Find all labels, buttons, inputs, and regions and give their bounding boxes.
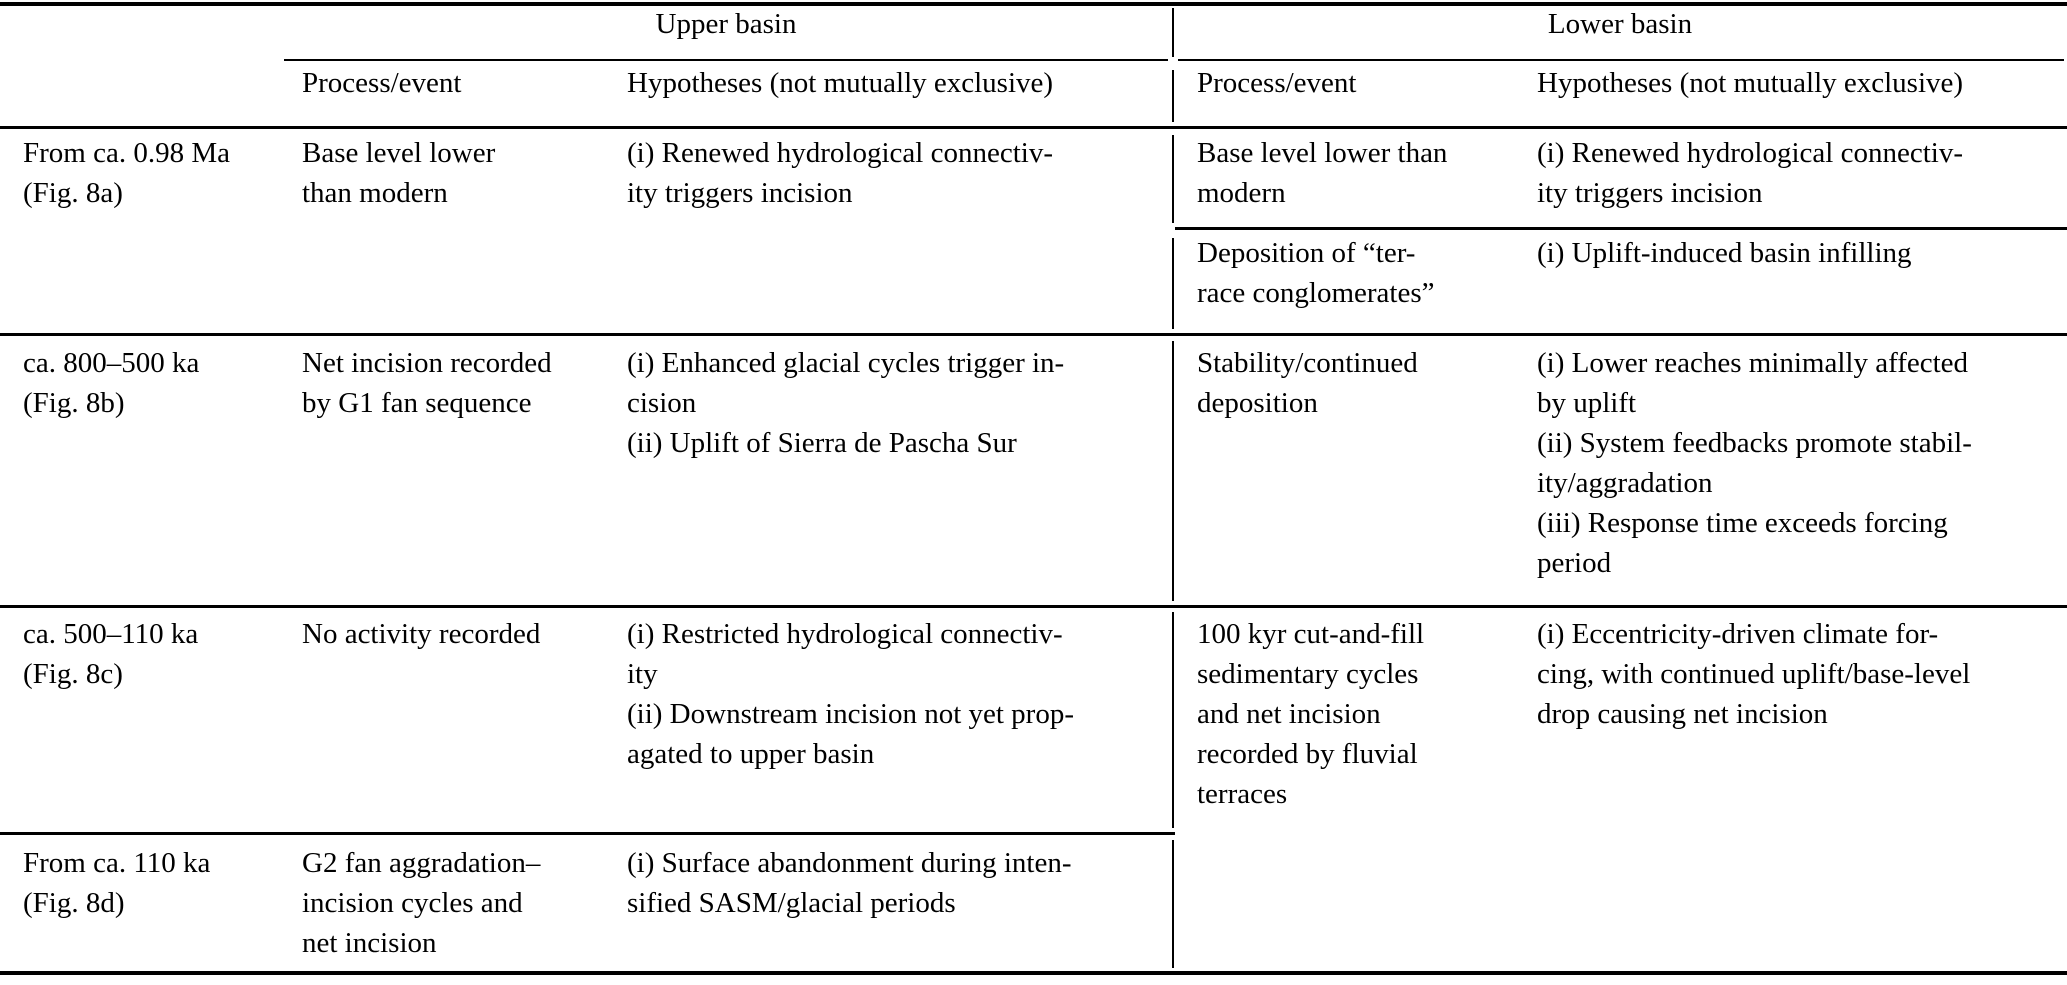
row3-upper-process: No activity recorded (302, 618, 541, 650)
basin-divider-segment (1172, 341, 1174, 601)
upper-process-header: Process/event (302, 67, 462, 99)
row3-lower-hypotheses: (i) Eccentricity-driven climate for- cin… (1537, 618, 1971, 730)
row2-upper-process: Net incision recorded by G1 fan sequence (302, 347, 552, 419)
upper-basin-label: Upper basin (655, 8, 797, 40)
table-rule-bottom (0, 971, 2067, 975)
row2-lower-hypotheses: (i) Lower reaches minimally affected by … (1537, 347, 1972, 579)
row2-period: ca. 800–500 ka (Fig. 8b) (23, 347, 200, 419)
upper-row-divider-3 (0, 832, 1175, 835)
basin-divider-segment (1172, 135, 1174, 223)
row1-lower-sub1-hypotheses: (i) Renewed hydrological connectiv- ity … (1537, 137, 1963, 209)
lower-basin-label: Lower basin (1547, 8, 1693, 40)
lower-hypotheses-header: Hypotheses (not mutually exclusive) (1537, 67, 1964, 99)
row2-upper-hypotheses: (i) Enhanced glacial cycles trigger in- … (627, 347, 1065, 459)
row2-lower-process: Stability/continued deposition (1197, 347, 1418, 419)
row3-upper-hypotheses: (i) Restricted hydrological connectiv- i… (627, 618, 1074, 770)
basin-divider-segment (1172, 840, 1174, 968)
lower-basin-cmidrule (1178, 59, 2064, 61)
row-divider-2 (0, 605, 2067, 608)
row1-period: From ca. 0.98 Ma (Fig. 8a) (23, 137, 230, 209)
row3-period: ca. 500–110 ka (Fig. 8c) (23, 618, 199, 690)
basin-divider-segment (1172, 612, 1174, 828)
row-divider-1 (0, 333, 2067, 336)
row1-upper-process: Base level lower than modern (302, 137, 496, 209)
basin-divider-segment (1172, 238, 1174, 329)
row1-lower-sub2-process: Deposition of “ter- race conglomerates” (1197, 237, 1435, 309)
row1-lower-sub1-process: Base level lower than modern (1197, 137, 1448, 209)
header-rule (0, 126, 2067, 129)
table-rule-top (0, 2, 2067, 6)
basin-divider-segment (1172, 70, 1174, 122)
row1-upper-hypotheses: (i) Renewed hydrological connectiv- ity … (627, 137, 1053, 209)
row4-period: From ca. 110 ka (Fig. 8d) (23, 847, 211, 919)
basin-divider-segment (1172, 8, 1174, 57)
row4-upper-hypotheses: (i) Surface abandonment during inten- si… (627, 847, 1072, 919)
row4-upper-process: G2 fan aggradation– incision cycles and … (302, 847, 541, 959)
row3-lower-process: 100 kyr cut-and-fill sedimentary cycles … (1197, 618, 1425, 810)
upper-hypotheses-header: Hypotheses (not mutually exclusive) (627, 67, 1054, 99)
lower-subrow-divider (1175, 227, 2067, 230)
row1-lower-sub2-hypotheses: (i) Uplift-induced basin infilling (1537, 237, 1912, 269)
lower-process-header: Process/event (1197, 67, 1357, 99)
upper-basin-cmidrule (284, 59, 1168, 61)
